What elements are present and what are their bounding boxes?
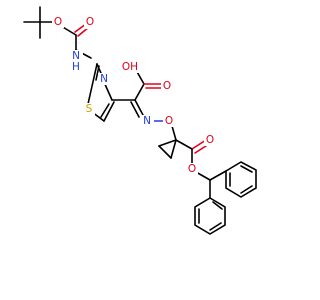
- benzhydryl-ester: [175, 139, 227, 199]
- central-oxime-carbon: [111, 69, 163, 118]
- bond-o-to-benzhydryl-ch: [195, 171, 211, 181]
- bond-cp-2-3: [158, 145, 172, 159]
- bond-cp-to-ester-c: [175, 139, 193, 150]
- molecule-structure: O O N H N S OH O N O O O: [23, 6, 257, 235]
- phenyl-ring-upper: [225, 161, 257, 198]
- phenyl-upper-outline: [225, 161, 257, 198]
- bond-cp-3-1: [170, 139, 177, 159]
- bond-central-c-to-acid-c: [134, 83, 145, 101]
- bond-central-c-n-double-a: [134, 99, 144, 116]
- atom-oh-acid: OH: [122, 61, 138, 73]
- phenyl-lower-outline: [194, 197, 226, 235]
- atom-labels: O O N H N S OH O N O O O: [52, 16, 216, 175]
- phenyl-lower-double-2: [209, 222, 222, 231]
- atom-o-boc-carbonyl: O: [86, 16, 94, 28]
- phenyl-lower-double-1: [212, 201, 223, 210]
- cyclopropane-ring: [158, 139, 177, 159]
- atom-o-ester-carbonyl: O: [206, 134, 214, 146]
- bond-cp-1-2: [158, 139, 177, 147]
- bond-ch-to-phenyl-a: [209, 170, 227, 181]
- phenyl-upper-double-1: [240, 165, 253, 173]
- atom-h-amide: H: [72, 61, 80, 73]
- bond-central-c-n-double-b: [130, 101, 140, 118]
- atom-n-thiazole: N: [100, 73, 108, 85]
- bond-o-to-cyclopropyl-c: [171, 125, 177, 141]
- bond-ester-c-o-double-a: [191, 139, 207, 150]
- bond-c4-c5: [103, 101, 115, 122]
- tert-butyl-group: [23, 6, 56, 39]
- bond-c2-s: [87, 63, 98, 105]
- atom-s-thiazole: S: [86, 103, 93, 115]
- atom-o-boc-ester: O: [54, 16, 62, 28]
- atom-o-acid-carbonyl: O: [163, 80, 171, 92]
- atom-n-oxime: N: [143, 115, 151, 127]
- atom-o-oxime: O: [165, 115, 173, 127]
- atom-o-ester-benzhydryl: O: [188, 163, 196, 175]
- bond-c4-c5-inner: [100, 103, 110, 118]
- bond-c2-s-inner: [95, 65, 100, 81]
- phenyl-upper-double-2: [240, 185, 253, 194]
- atom-n-amide: N: [72, 50, 80, 62]
- phenyl-ring-lower: [194, 197, 226, 235]
